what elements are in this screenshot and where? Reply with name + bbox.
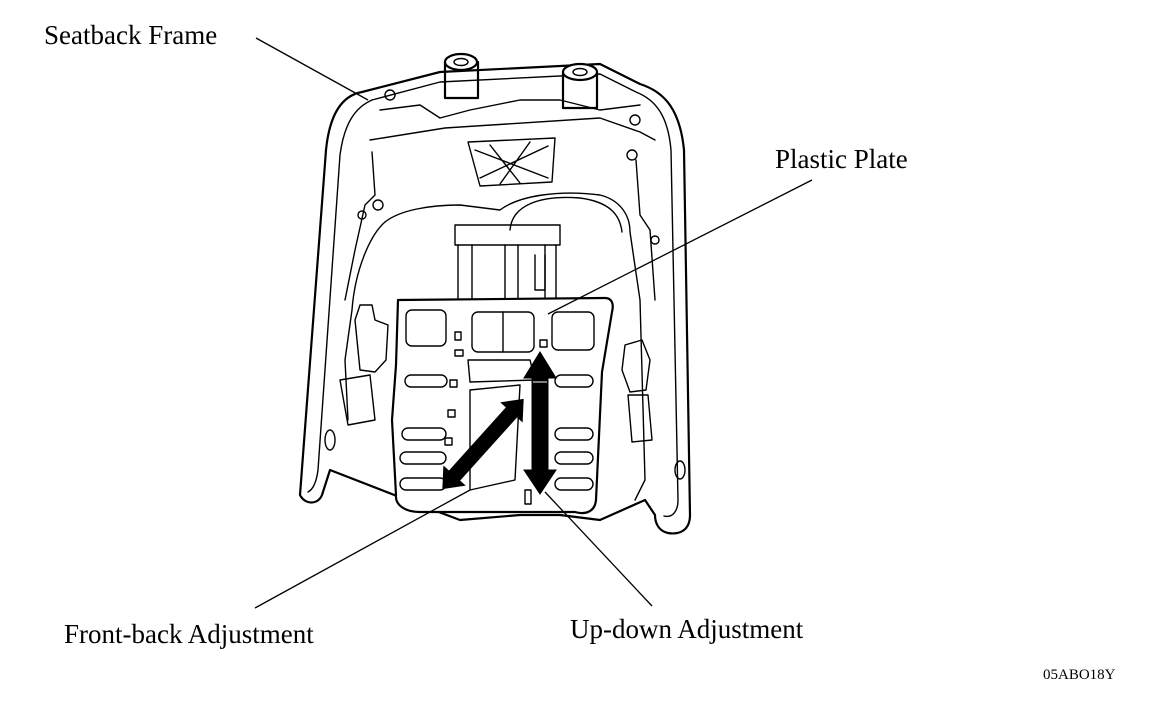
leader-lines xyxy=(254,37,813,609)
lumbar-mechanism xyxy=(454,224,561,301)
side-actuators xyxy=(339,304,653,443)
plastic-plate xyxy=(390,296,614,515)
double-arrow-vertical-icon xyxy=(523,351,557,495)
figure-code: 05ABO18Y xyxy=(1043,667,1116,683)
seatback-frame xyxy=(298,52,692,535)
plastic-plate-label: Plastic Plate xyxy=(775,144,908,174)
front-back-adjustment-label: Front-back Adjustment xyxy=(64,619,314,649)
seatback-frame-label: Seatback Frame xyxy=(44,20,218,50)
wire-harness xyxy=(344,192,646,501)
up-down-adjustment-label: Up-down Adjustment xyxy=(570,614,804,644)
double-arrow-diagonal-icon xyxy=(442,398,524,490)
